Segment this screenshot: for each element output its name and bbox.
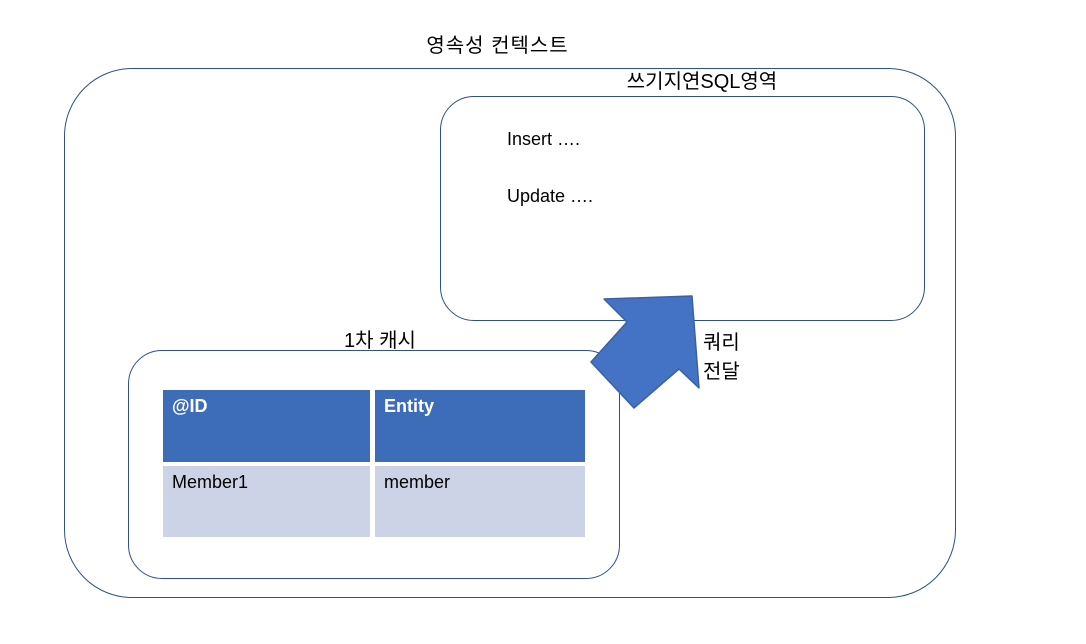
query-delivery-label-line1: 쿼리 xyxy=(703,332,740,354)
cache-table-cell-id: Member1 xyxy=(163,466,370,537)
page-title: 영속성 컨텍스트 xyxy=(426,35,569,57)
first-level-cache-box xyxy=(128,350,620,579)
sql-update-statement: Update …. xyxy=(507,186,594,206)
cache-table-header-id: @ID xyxy=(163,390,370,462)
write-behind-sql-area-label: 쓰기지연SQL영역 xyxy=(626,71,778,93)
query-delivery-label-line2: 전달 xyxy=(703,361,740,383)
first-level-cache-label: 1차 캐시 xyxy=(344,330,416,352)
sql-insert-statement: Insert …. xyxy=(507,129,581,149)
cache-table-cell-entity: member xyxy=(375,466,585,537)
cache-table-header-entity: Entity xyxy=(375,390,585,462)
cache-table: @ID Entity Member1 member xyxy=(163,390,585,537)
query-delivery-label: 쿼리 전달 xyxy=(703,329,740,387)
persistence-context-box xyxy=(64,68,956,598)
